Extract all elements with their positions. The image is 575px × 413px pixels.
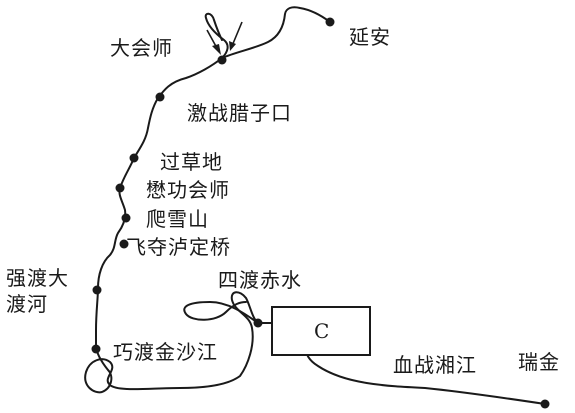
route-to-yanan	[221, 6, 331, 59]
arrow-right-line	[231, 21, 243, 47]
stop-yanan-dot	[325, 17, 335, 27]
label-qiangdu-daduhe: 强渡大渡河	[6, 266, 69, 316]
stop-paxueshan-dot	[121, 213, 131, 223]
stop-qiangdu-dot	[92, 285, 102, 295]
label-feiduo-ludingqiao: 飞夺泸定桥	[126, 235, 231, 259]
label-dahuishi: 大会师	[110, 36, 173, 60]
stop-qiaodu-dot	[91, 344, 101, 354]
stop-feiduo-dot	[119, 239, 129, 249]
label-maogong-huishi: 懋功会师	[146, 178, 230, 202]
stop-ruijin-dot	[540, 399, 550, 409]
box-c-label: C	[314, 319, 329, 343]
stop-guocaodi-dot	[129, 153, 139, 163]
stop-jizhan-dot	[155, 92, 165, 102]
label-qiaodu-jinshajiang: 巧渡金沙江	[113, 340, 218, 364]
stop-dahuishi-dot	[217, 55, 227, 65]
box-c	[271, 306, 371, 356]
label-sidu-chishui: 四渡赤水	[218, 268, 302, 292]
label-jizhan-lazikou: 激战腊子口	[187, 101, 292, 125]
label-guo-caodi: 过草地	[160, 150, 223, 174]
sidu-loop	[183, 301, 259, 324]
converging-arrows	[206, 21, 243, 55]
label-yanan: 延安	[349, 25, 391, 49]
arrow-right-head	[229, 41, 236, 51]
label-pa-xueshan: 爬雪山	[146, 207, 209, 231]
stop-maogong-dot	[115, 183, 125, 193]
label-ruijin: 瑞金	[518, 350, 560, 374]
arrow-left-head	[212, 44, 221, 55]
label-xuezhan-xiangjiang: 血战湘江	[393, 353, 477, 377]
